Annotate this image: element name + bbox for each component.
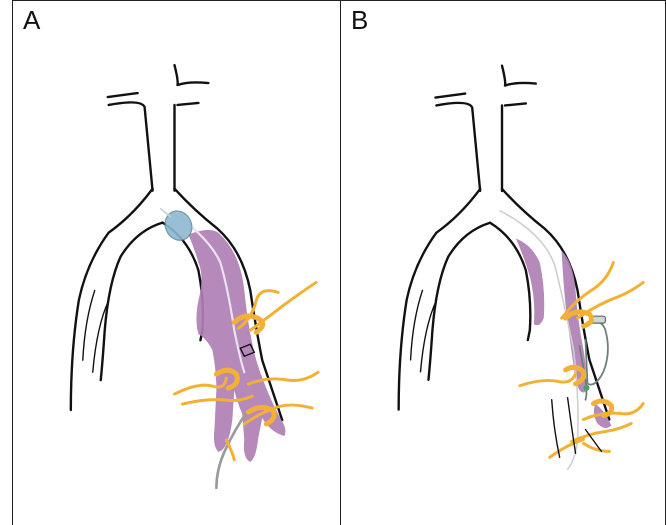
upper-right-branch xyxy=(175,65,209,191)
upper-right-branch xyxy=(502,66,536,191)
upper-left-branch xyxy=(108,93,153,191)
balloon-catheter xyxy=(161,209,171,217)
upper-left-branch xyxy=(435,94,480,191)
nerve-lower-tail xyxy=(226,440,234,460)
vascular-diagram-b xyxy=(341,1,665,525)
panel-b: B xyxy=(340,0,666,525)
right-inner-wall xyxy=(490,223,530,340)
device-tip-marker xyxy=(584,385,590,391)
left-inner-wall xyxy=(428,223,490,380)
catheter-path xyxy=(500,211,578,469)
nerve-middle xyxy=(520,374,576,386)
left-inner-wall xyxy=(101,223,163,381)
left-outer-wall xyxy=(399,189,480,410)
vascular-diagram-a xyxy=(13,1,340,525)
panel-a: A xyxy=(12,0,340,525)
left-outer-wall xyxy=(71,189,153,410)
